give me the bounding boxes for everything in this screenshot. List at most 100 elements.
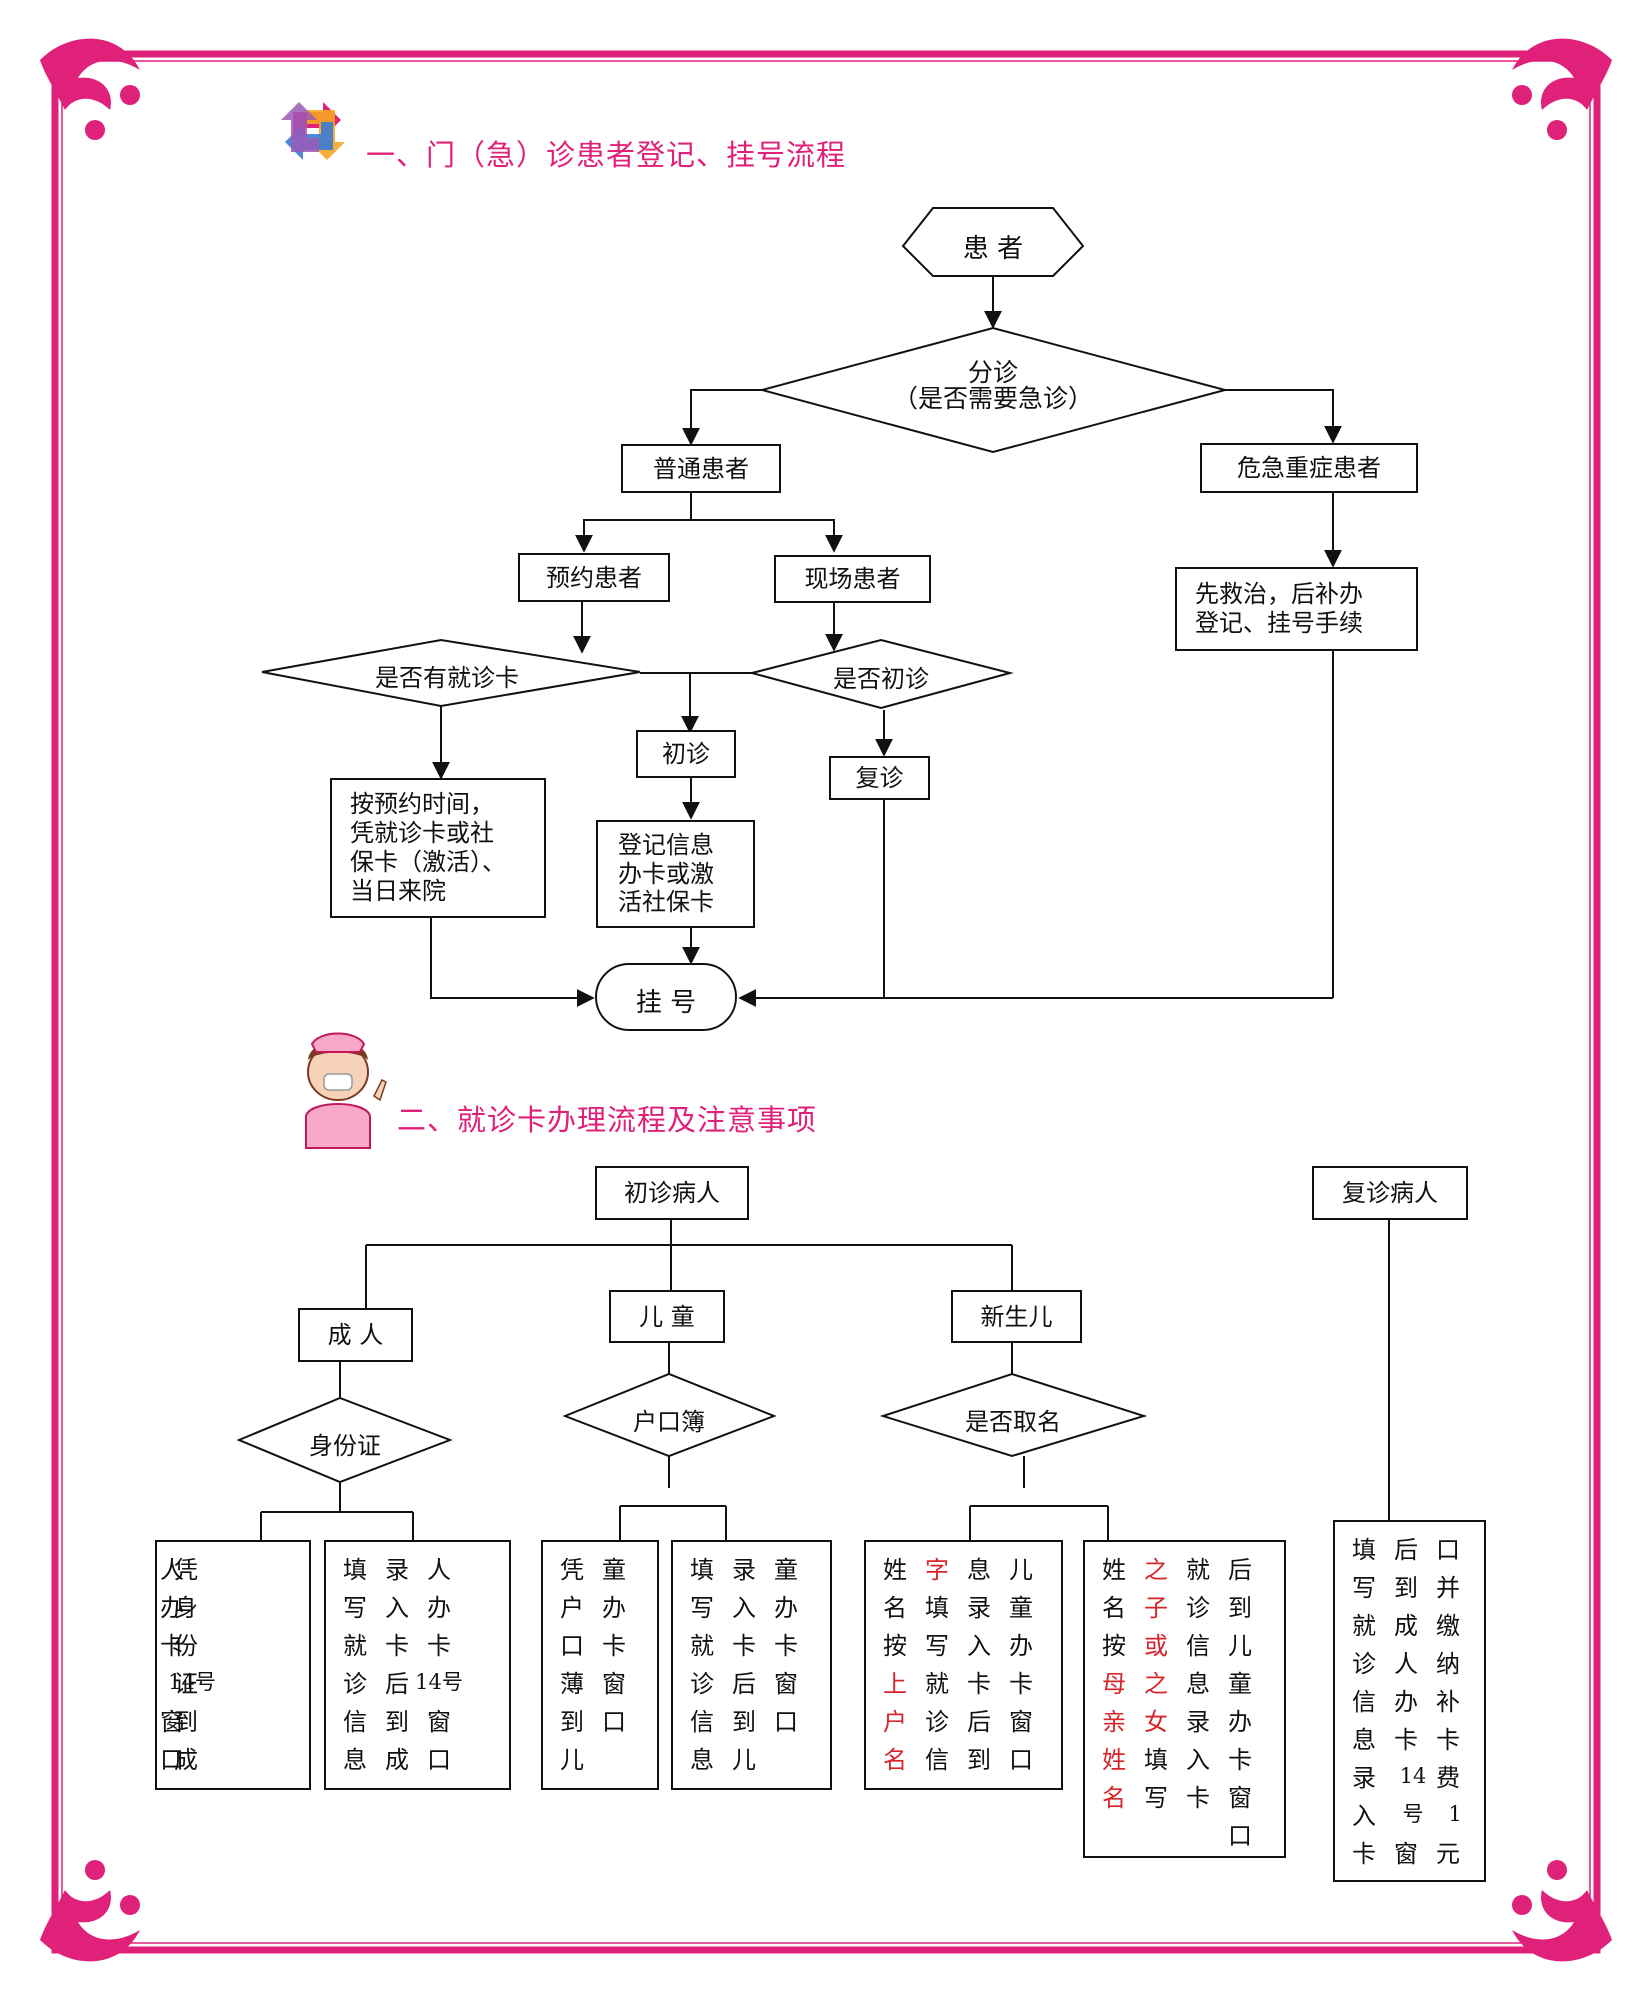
instruction-char: 就 (1186, 1556, 1210, 1584)
instruction-char: 填 (690, 1556, 714, 1584)
instruction-char: 信 (925, 1746, 949, 1774)
instruction-char: 人 (427, 1556, 451, 1584)
treat-first-line2: 登记、挂号手续 (1195, 609, 1363, 637)
instruction-char: 并 (1436, 1574, 1460, 1602)
instruction-char: 诊 (1186, 1594, 1210, 1622)
instruction-char: 录 (967, 1594, 991, 1622)
instruction-char: 窗 (160, 1708, 184, 1736)
instruction-char: 后 (1228, 1556, 1252, 1584)
walkin-patient-label: 现场患者 (804, 565, 901, 593)
instruction-char: 卡 (1436, 1726, 1460, 1754)
instruction-char: 名 (883, 1594, 907, 1622)
instruction-char: 名 (1102, 1784, 1126, 1812)
instruction-char: 录 (385, 1556, 409, 1584)
newborn-box: 新生儿 (951, 1290, 1082, 1343)
instruction-char: 童 (1228, 1670, 1252, 1698)
connector-lines (260, 275, 1390, 1540)
instruction-char: 诊 (690, 1670, 714, 1698)
instruction-char: 名 (883, 1746, 907, 1774)
instruction-char: 到 (560, 1708, 584, 1736)
instruction-char: 按 (1102, 1632, 1126, 1660)
instruction-char: 办 (427, 1594, 451, 1622)
instruction-char: 到 (967, 1746, 991, 1774)
hukou-diamond (562, 1372, 777, 1458)
instruction-char: 息 (967, 1556, 991, 1584)
instruction-char: 童 (602, 1556, 626, 1584)
instruction-char: 办 (1394, 1688, 1418, 1716)
instruction-char: 口 (602, 1708, 626, 1736)
instruction-char: 就 (690, 1632, 714, 1660)
instruction-char: 录 (732, 1556, 756, 1584)
child-box: 儿 童 (609, 1290, 725, 1343)
newborn-named-instructions-box: 姓字息儿名填录童按写入办上就卡卡户诊后窗名信到口 (864, 1540, 1063, 1790)
instruction-char: 卡 (385, 1632, 409, 1660)
critical-patient-label: 危急重症患者 (1237, 454, 1381, 482)
instruction-char: 息 (1186, 1670, 1210, 1698)
triage-title: 分诊 (967, 358, 1018, 387)
instruction-char: 后 (732, 1670, 756, 1698)
instruction-char: 信 (1186, 1632, 1210, 1660)
critical-patient-box: 危急重症患者 (1200, 443, 1418, 493)
instruction-char: 缴 (1436, 1612, 1460, 1640)
instruction-char: 子 (1144, 1594, 1168, 1622)
cycle-arrows-icon (281, 102, 345, 160)
instruction-char: 入 (732, 1594, 756, 1622)
instruction-char: 姓 (1102, 1556, 1126, 1584)
ordinary-patient-box: 普通患者 (621, 444, 781, 493)
instruction-char: 息 (343, 1746, 367, 1774)
instruction-char: 口 (1228, 1822, 1252, 1850)
register-line2: 办卡或激 (618, 859, 714, 888)
instruction-char: 亲 (1102, 1708, 1126, 1736)
triage-label: 分诊 （是否需要急诊） (862, 358, 1124, 413)
instruction-char: 纳 (1436, 1650, 1460, 1678)
return-visit-box: 复诊 (829, 756, 930, 800)
named-label: 是否取名 (965, 1408, 1061, 1436)
instruction-char: 口 (427, 1746, 451, 1774)
instruction-char: 录 (1352, 1764, 1376, 1792)
instruction-char: 卡 (1394, 1726, 1418, 1754)
instruction-char: 14号 (168, 1670, 216, 1694)
id-card-diamond (236, 1396, 453, 1484)
instruction-char: 填 (1144, 1746, 1168, 1774)
triage-diamond (758, 326, 1229, 454)
instruction-char: 号 (1402, 1802, 1424, 1826)
instruction-char: 写 (1352, 1574, 1376, 1602)
instruction-char: 姓 (883, 1556, 907, 1584)
guahao-label: 挂 号 (635, 988, 697, 1018)
instruction-char: 卡 (602, 1632, 626, 1660)
instruction-char: 或 (1144, 1632, 1168, 1660)
instruction-char: 信 (1352, 1688, 1376, 1716)
instruction-char: 童 (774, 1556, 798, 1584)
instruction-char: 就 (1352, 1612, 1376, 1640)
by-time-line3: 保卡（激活）、 (350, 848, 506, 876)
instruction-char: 后 (385, 1670, 409, 1698)
ordinary-patient-label: 普通患者 (653, 454, 749, 483)
first-visit-label: 初诊 (662, 740, 710, 768)
hukou-label: 户口簿 (633, 1408, 705, 1436)
instruction-char: 证 (174, 1670, 198, 1698)
has-card-diamond (261, 638, 641, 708)
instruction-char: 卡 (1228, 1746, 1252, 1774)
instruction-char: 份 (174, 1632, 198, 1660)
page-border (51, 50, 1601, 1954)
instruction-char: 入 (967, 1632, 991, 1660)
instruction-char: 按 (883, 1632, 907, 1660)
is-first-label: 是否初诊 (833, 665, 929, 693)
child-label: 儿 童 (639, 1302, 695, 1331)
instruction-char: 童 (1009, 1594, 1033, 1622)
id-card-label: 身份证 (309, 1432, 381, 1460)
instruction-char: 身 (174, 1594, 198, 1622)
instruction-char: 写 (343, 1594, 367, 1622)
instruction-char: 口 (1009, 1746, 1033, 1774)
is-first-diamond (748, 638, 1014, 710)
instruction-char: 上 (883, 1670, 907, 1698)
instruction-char: 字 (925, 1556, 949, 1584)
instruction-char: 窗 (602, 1670, 626, 1698)
instruction-char: 填 (1352, 1536, 1376, 1564)
instruction-char: 口 (560, 1632, 584, 1660)
adult-box: 成 人 (298, 1308, 413, 1362)
instruction-char: 卡 (1186, 1784, 1210, 1812)
instruction-char: 凭 (174, 1556, 198, 1584)
treat-first-line1: 先救治，后补办 (1195, 580, 1363, 609)
instruction-char: 入 (1352, 1802, 1376, 1830)
